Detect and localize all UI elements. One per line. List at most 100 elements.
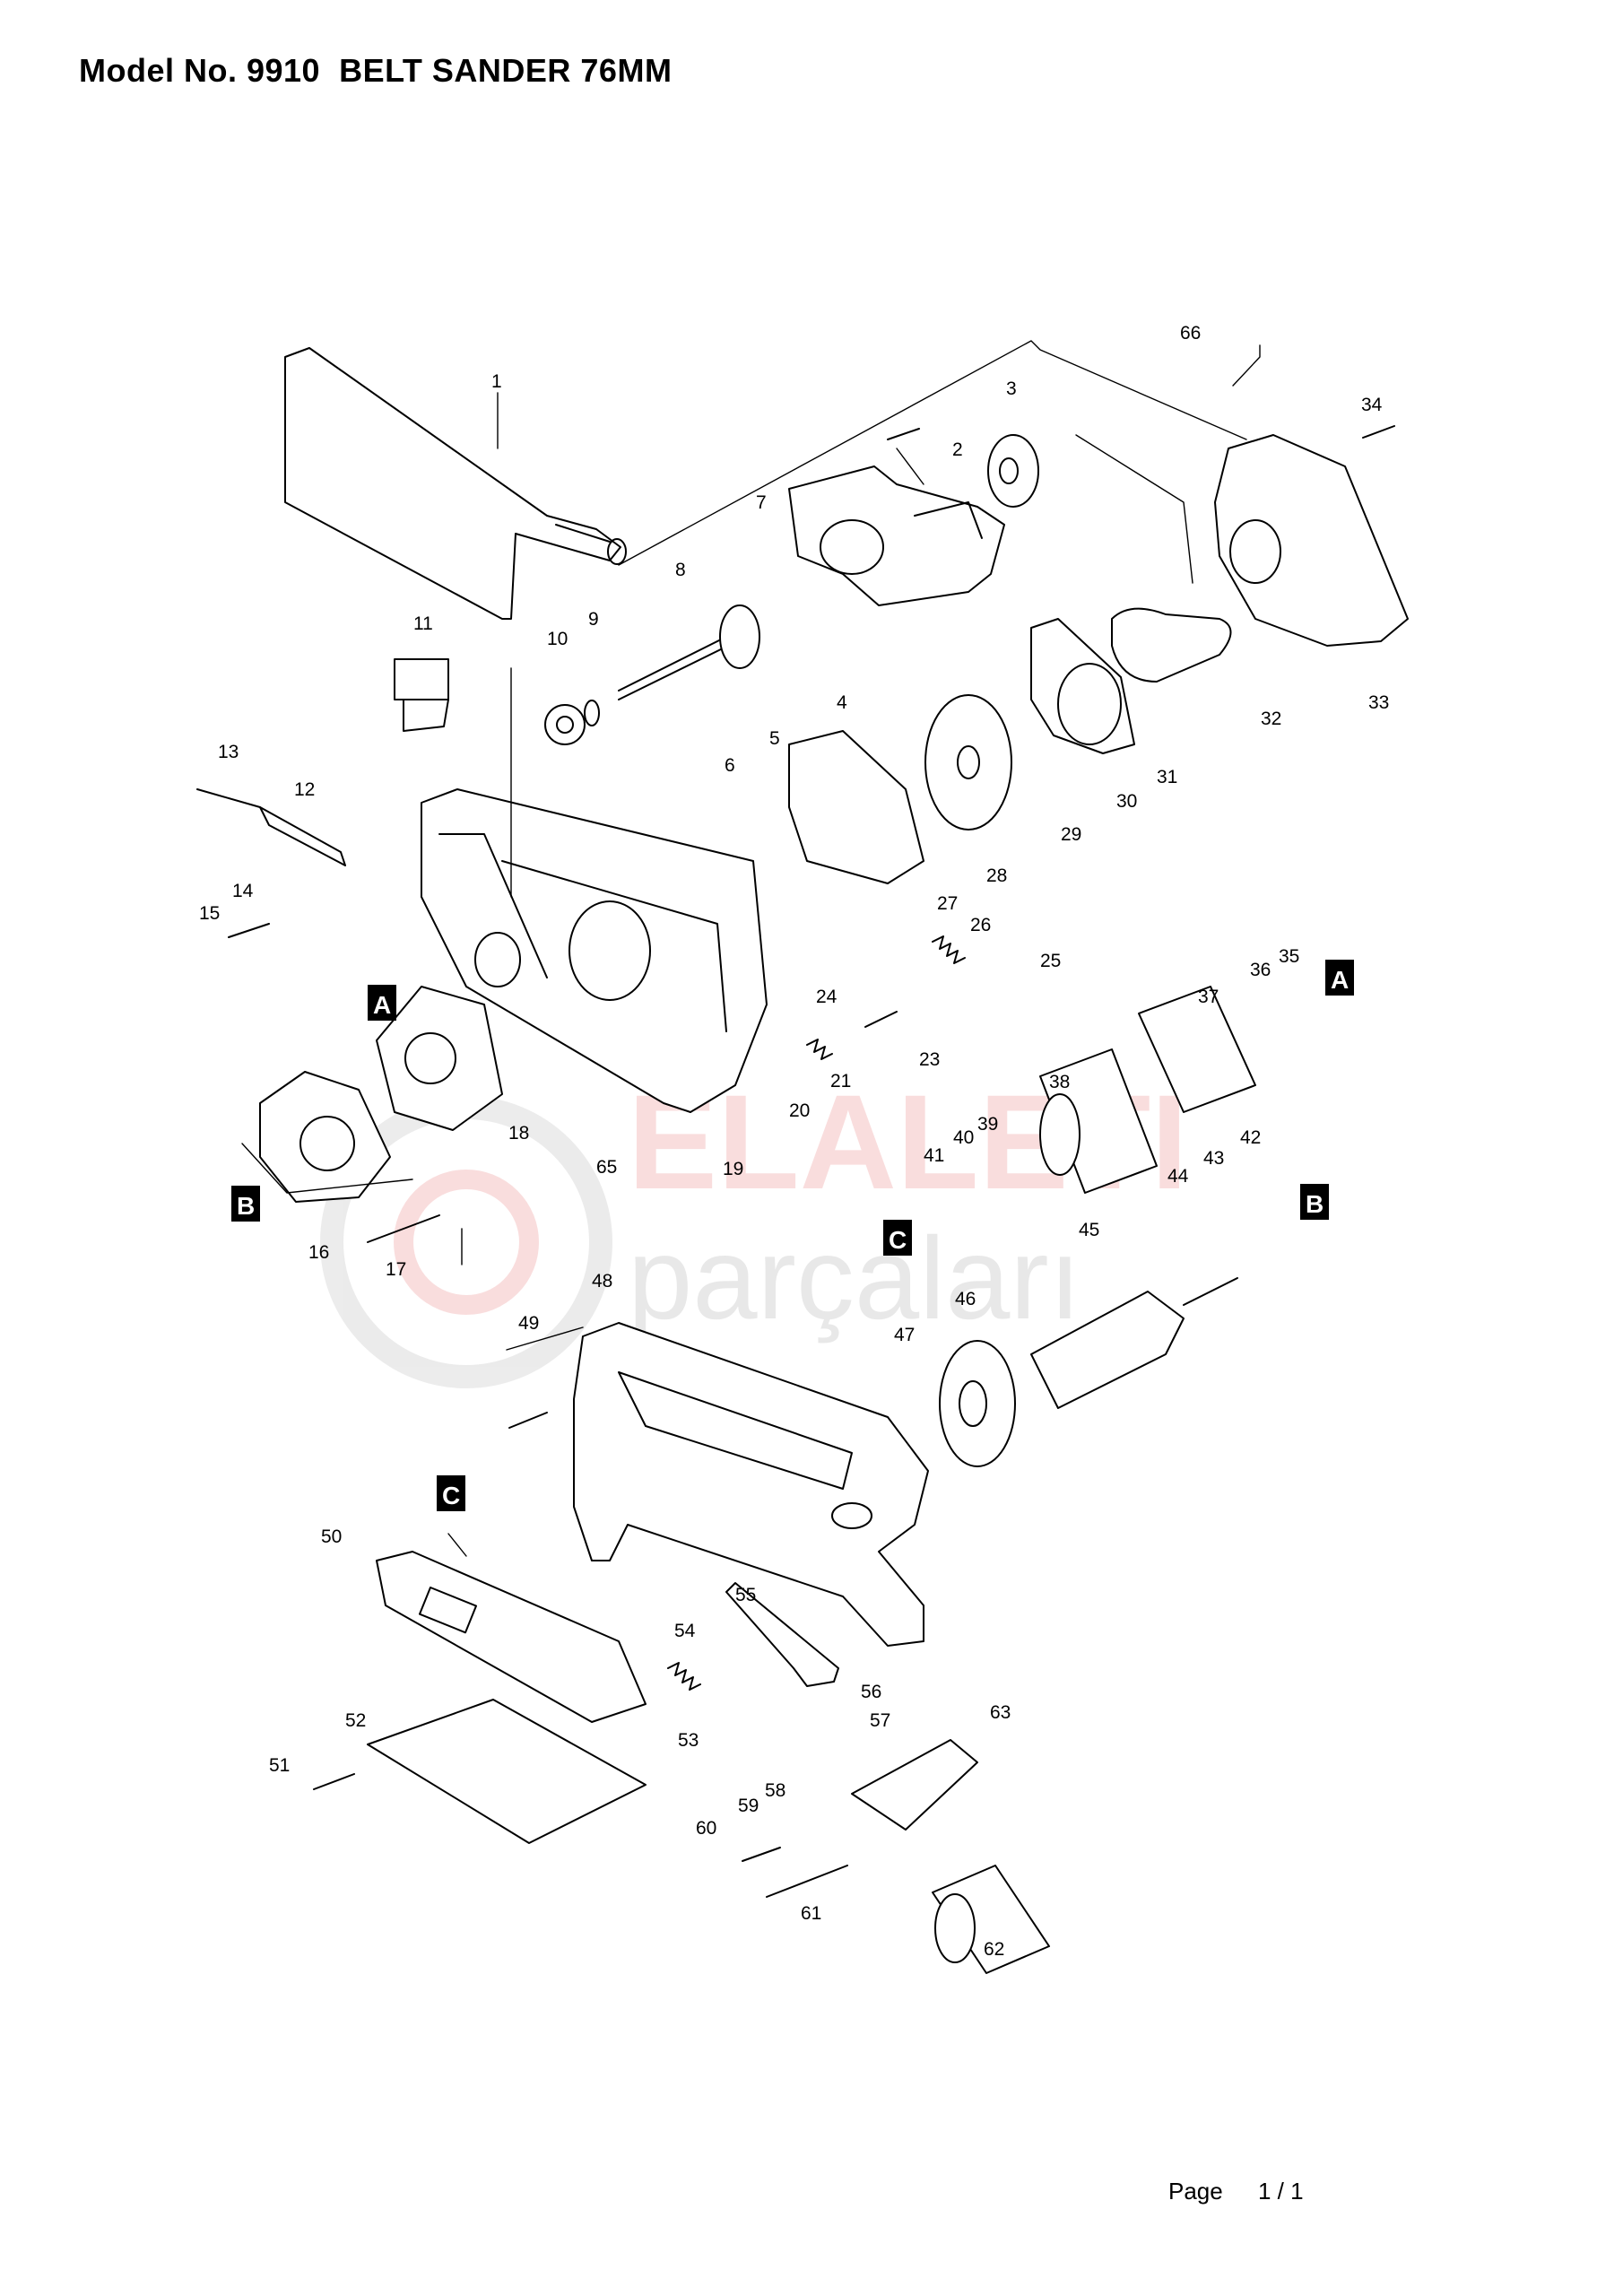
callout-53: 53	[678, 1730, 699, 1751]
callout-39: 39	[977, 1114, 998, 1135]
spring-part	[667, 935, 966, 1691]
svg-text:C: C	[889, 1226, 907, 1254]
callout-36: 36	[1250, 960, 1271, 980]
fan-part	[924, 694, 1012, 831]
callout-13: 13	[218, 742, 239, 762]
callout-21: 21	[830, 1071, 851, 1091]
reference-tag-b: B	[1300, 1184, 1329, 1220]
callout-47: 47	[894, 1325, 915, 1345]
callout-38: 38	[1049, 1072, 1070, 1092]
callout-60: 60	[696, 1818, 716, 1839]
callout-9: 9	[588, 609, 599, 630]
callout-1: 1	[491, 371, 502, 392]
spindle-part	[618, 604, 760, 700]
callout-43: 43	[1203, 1148, 1224, 1169]
callout-29: 29	[1061, 824, 1081, 845]
baffle-plate-part	[788, 730, 924, 884]
callout-4: 4	[837, 692, 847, 713]
callout-42: 42	[1240, 1127, 1261, 1148]
callout-45: 45	[1079, 1220, 1099, 1240]
callout-62: 62	[984, 1939, 1004, 1960]
armature-part	[1030, 1277, 1238, 1409]
page-title: Model No. 9910 BELT SANDER 76MM	[79, 52, 673, 89]
field-part	[376, 986, 503, 1131]
callout-54: 54	[674, 1621, 696, 1641]
main-housing-part	[421, 788, 768, 1113]
bearing-part	[544, 700, 600, 745]
platen-part	[367, 1699, 647, 1844]
callout-49: 49	[518, 1313, 539, 1334]
reference-tag-c: C	[437, 1475, 465, 1511]
svg-text:B: B	[1306, 1190, 1324, 1218]
pulley-part	[987, 434, 1039, 508]
callout-52: 52	[345, 1710, 366, 1731]
callout-5: 5	[769, 728, 780, 749]
callout-61: 61	[801, 1903, 821, 1924]
drive-roller-part	[1039, 986, 1256, 1194]
switch-part	[394, 658, 449, 732]
callout-51: 51	[269, 1755, 290, 1776]
svg-text:C: C	[442, 1482, 460, 1509]
lever-part	[725, 1582, 839, 1687]
reference-tag-b: B	[231, 1186, 260, 1222]
dust-bag-part	[284, 347, 627, 620]
callout-24: 24	[816, 987, 838, 1007]
callout-31: 31	[1157, 767, 1177, 787]
callout-34: 34	[1361, 395, 1383, 415]
callout-6: 6	[725, 755, 735, 776]
callout-57: 57	[870, 1710, 890, 1731]
roller-frame-part	[851, 1739, 978, 1831]
callout-27: 27	[937, 893, 958, 914]
callout-59: 59	[738, 1796, 759, 1816]
callout-56: 56	[861, 1682, 881, 1702]
page-number: 1 / 1	[1258, 2178, 1304, 2205]
page-label: Page	[1168, 2178, 1223, 2205]
callout-19: 19	[723, 1159, 743, 1179]
drive-belt-part	[1111, 607, 1232, 683]
rear-cover-part	[259, 1071, 391, 1203]
callout-numbers: 1 2 3 4 5 6 7 8 9 10 11 12 13 14 15 16 1…	[199, 323, 1389, 1960]
callout-15: 15	[199, 903, 220, 924]
svg-text:A: A	[373, 991, 391, 1019]
callout-2: 2	[952, 439, 963, 460]
watermark-line2: parçaları	[628, 1213, 1081, 1344]
handle-part	[573, 1322, 929, 1647]
belt-cover-part	[1214, 434, 1409, 647]
callout-35: 35	[1279, 946, 1299, 967]
callout-30: 30	[1116, 791, 1137, 812]
reference-tag-a: A	[1325, 960, 1354, 996]
leader-lines	[241, 340, 1261, 1557]
callout-46: 46	[955, 1289, 976, 1309]
callout-20: 20	[789, 1100, 810, 1121]
callout-16: 16	[308, 1242, 329, 1263]
callout-3: 3	[1006, 378, 1017, 399]
idler-roller-part	[932, 1865, 1050, 1974]
callout-66: 66	[1180, 323, 1201, 344]
callout-32: 32	[1261, 709, 1281, 729]
callout-65: 65	[596, 1157, 617, 1178]
cord-part	[196, 788, 346, 866]
callout-26: 26	[970, 915, 991, 935]
reference-tags: A A B B C C	[231, 960, 1354, 1511]
callout-8: 8	[675, 560, 686, 580]
callout-58: 58	[765, 1780, 785, 1801]
callout-40: 40	[953, 1127, 974, 1148]
callout-25: 25	[1040, 951, 1061, 971]
insulation-plate-part	[1030, 618, 1135, 754]
callout-48: 48	[592, 1271, 612, 1292]
callout-14: 14	[232, 881, 254, 901]
callout-44: 44	[1167, 1166, 1189, 1187]
callout-63: 63	[990, 1702, 1011, 1723]
callout-33: 33	[1368, 692, 1389, 713]
callout-11: 11	[413, 613, 433, 634]
reference-tag-a: A	[368, 985, 396, 1021]
callout-28: 28	[986, 865, 1007, 886]
callout-18: 18	[508, 1123, 529, 1144]
callout-37: 37	[1198, 987, 1219, 1007]
gear-housing-part	[788, 465, 1005, 606]
callout-12: 12	[294, 779, 315, 800]
screw-parts	[228, 425, 1395, 1898]
callout-41: 41	[924, 1145, 944, 1166]
callout-50: 50	[321, 1526, 342, 1547]
